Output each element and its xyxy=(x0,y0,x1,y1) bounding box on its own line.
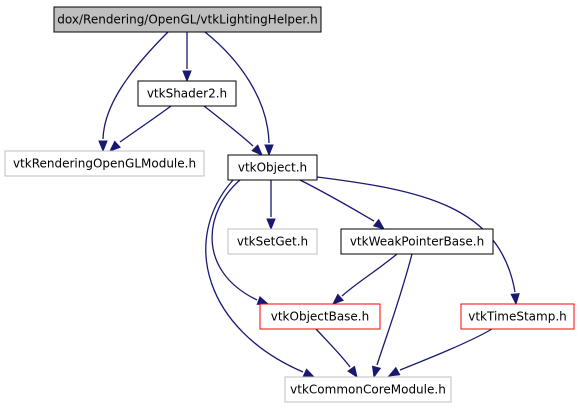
edge-vtkLightingHelper-to-vtkShader2 xyxy=(182,32,192,83)
node-label: vtkObjectBase.h xyxy=(271,310,369,324)
arrowhead xyxy=(347,365,358,379)
arrowhead xyxy=(251,144,263,156)
edge-line xyxy=(299,179,375,222)
edge-vtkObject-to-vtkSetGet xyxy=(266,180,276,231)
edge-vtkShader2-to-vtkObject xyxy=(203,105,263,156)
edge-vtkWeakPointerBase-to-vtkObjectBase xyxy=(331,253,398,305)
nodes-layer: dox/Rendering/OpenGL/vtkLightingHelper.h… xyxy=(4,6,575,403)
edge-vtkObject-to-vtkTimeStamp xyxy=(316,176,520,306)
node-label: vtkCommonCoreModule.h xyxy=(290,383,446,397)
edge-vtkLightingHelper-to-vtkRenderingOpenGLModule xyxy=(98,31,169,153)
node-label: vtkWeakPointerBase.h xyxy=(350,235,484,249)
edge-line xyxy=(376,253,413,366)
edge-line xyxy=(211,179,258,301)
edge-vtkObjectBase-to-vtkCommonCoreModule xyxy=(315,328,358,379)
node-vtkWeakPointerBase[interactable]: vtkWeakPointerBase.h xyxy=(340,228,494,255)
node-vtkCommonCoreModule[interactable]: vtkCommonCoreModule.h xyxy=(284,376,452,403)
node-vtkSetGet[interactable]: vtkSetGet.h xyxy=(227,228,318,255)
edge-line xyxy=(119,105,172,143)
node-label: vtkObject.h xyxy=(238,161,307,175)
arrowhead xyxy=(510,293,520,306)
edge-line xyxy=(205,179,304,373)
node-box[interactable] xyxy=(227,228,318,255)
edge-vtkWeakPointerBase-to-vtkCommonCoreModule xyxy=(371,253,413,379)
edge-vtkShader2-to-vtkRenderingOpenGLModule xyxy=(108,105,172,152)
node-label: vtkRenderingOpenGLModule.h xyxy=(13,157,196,171)
node-vtkLightingHelper[interactable]: dox/Rendering/OpenGL/vtkLightingHelper.h xyxy=(53,6,322,33)
arrowhead xyxy=(371,365,382,379)
node-vtkTimeStamp[interactable]: vtkTimeStamp.h xyxy=(460,303,575,330)
node-box[interactable] xyxy=(137,80,237,107)
node-box[interactable] xyxy=(284,376,452,403)
arrowhead xyxy=(302,368,316,378)
node-box[interactable] xyxy=(4,150,205,177)
node-box[interactable] xyxy=(460,303,575,330)
edge-vtkTimeStamp-to-vtkCommonCoreModule xyxy=(387,328,493,377)
edge-vtkLightingHelper-to-vtkObject xyxy=(204,31,274,157)
node-box[interactable] xyxy=(259,303,381,330)
node-vtkObject[interactable]: vtkObject.h xyxy=(227,154,318,181)
arrowhead xyxy=(264,144,274,157)
node-vtkShader2[interactable]: vtkShader2.h xyxy=(137,80,237,107)
node-label: vtkSetGet.h xyxy=(237,235,308,249)
edge-vtkObject-to-vtkWeakPointerBase xyxy=(299,179,386,230)
edge-line xyxy=(204,31,270,144)
edge-line xyxy=(315,328,351,368)
arrowhead xyxy=(256,295,270,305)
node-box[interactable] xyxy=(53,6,322,33)
edge-line xyxy=(102,31,169,140)
arrowhead xyxy=(266,218,276,231)
edge-line xyxy=(341,253,398,297)
edge-line xyxy=(316,176,516,293)
arrowhead xyxy=(331,293,344,305)
node-vtkObjectBase[interactable]: vtkObjectBase.h xyxy=(259,303,381,330)
node-vtkRenderingOpenGLModule[interactable]: vtkRenderingOpenGLModule.h xyxy=(4,150,205,177)
node-label: vtkTimeStamp.h xyxy=(468,310,567,324)
edge-line xyxy=(399,328,493,371)
edge-line xyxy=(203,105,254,147)
arrowhead xyxy=(98,140,108,153)
edge-vtkObject-to-vtkCommonCoreModule xyxy=(205,179,316,378)
node-box[interactable] xyxy=(340,228,494,255)
arrowhead xyxy=(372,218,386,230)
arrowhead xyxy=(387,366,401,377)
arrowhead xyxy=(108,140,121,152)
arrowhead xyxy=(182,70,192,83)
node-label: vtkShader2.h xyxy=(147,87,227,101)
node-label: dox/Rendering/OpenGL/vtkLightingHelper.h xyxy=(57,13,317,27)
node-box[interactable] xyxy=(227,154,318,181)
